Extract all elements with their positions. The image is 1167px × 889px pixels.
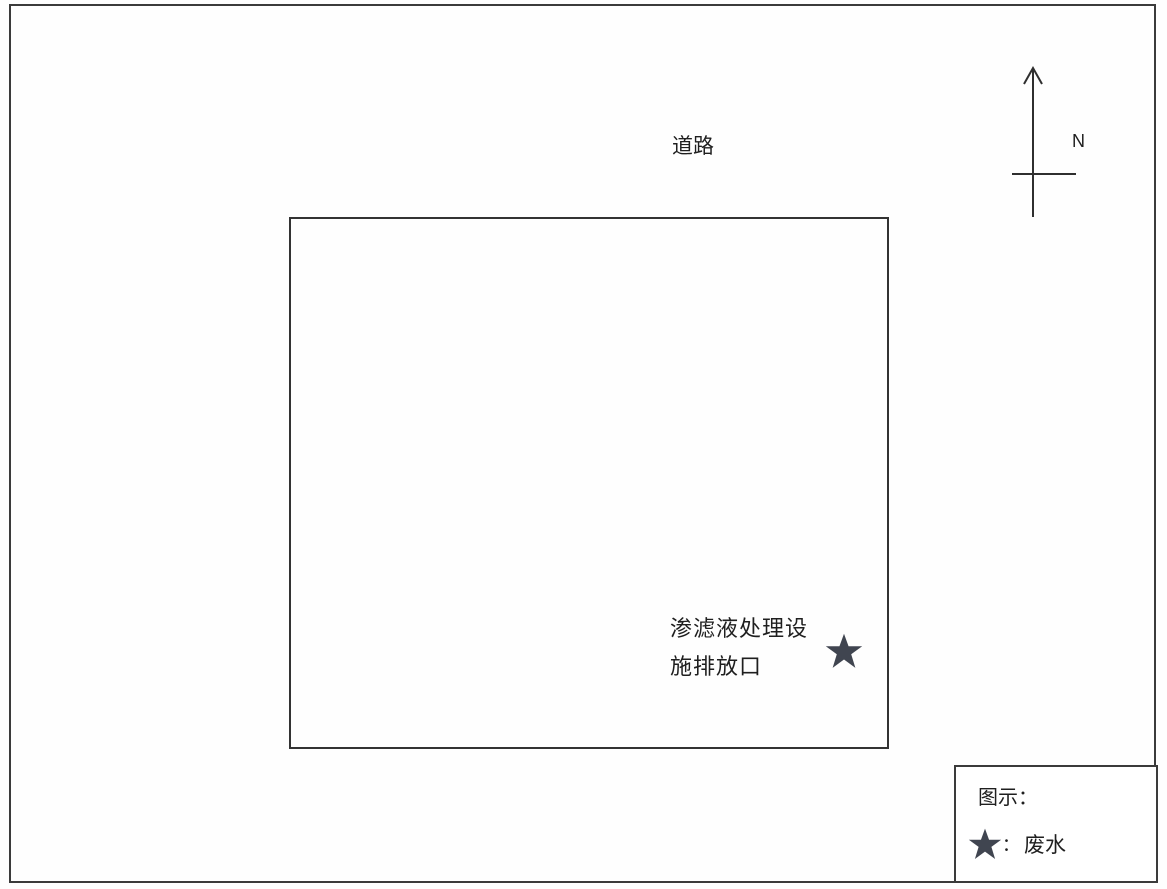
- outlet-label-line-1: 渗滤液处理设: [670, 617, 809, 642]
- map-outer-border: [9, 4, 1156, 883]
- legend-item-wastewater: ： 废水: [968, 827, 1066, 861]
- outlet-star-icon: [825, 633, 863, 669]
- outlet-label-line-2: 施排放口: [670, 655, 763, 680]
- legend-star-icon: [968, 828, 1002, 860]
- road-label: 道路: [672, 134, 714, 158]
- north-label: N: [1072, 131, 1085, 151]
- legend-title: 图示：: [978, 785, 1038, 809]
- site-boundary: [289, 217, 889, 749]
- north-arrow-icon: [1006, 64, 1082, 220]
- legend-label-wastewater: 废水: [1024, 833, 1066, 857]
- legend-box: 图示： ： 废水: [954, 765, 1158, 883]
- legend-separator: ：: [1002, 835, 1020, 856]
